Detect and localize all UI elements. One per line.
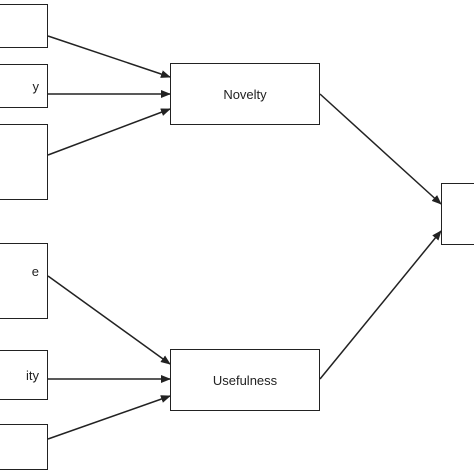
edge-input-4-to-usefulness [47, 275, 171, 365]
usefulness-box: Usefulness [170, 349, 320, 411]
edge-novelty-to-outcome [319, 93, 442, 205]
input-box-4: e [0, 243, 48, 319]
input-box-6 [0, 424, 48, 470]
novelty-box: Novelty [170, 63, 320, 125]
input-box-5: ity [0, 350, 48, 400]
usefulness-label: Usefulness [212, 372, 278, 388]
input-box-3 [0, 124, 48, 200]
novelty-label: Novelty [223, 86, 267, 102]
input-box-2-label: y [32, 78, 40, 94]
edge-input-1-to-novelty [47, 35, 171, 78]
outcome-box [441, 183, 474, 245]
input-box-4-label: e [31, 263, 39, 279]
edge-input-3-to-novelty [47, 108, 171, 156]
input-box-2: y [0, 64, 48, 108]
edge-input-6-to-usefulness [47, 395, 171, 440]
input-box-5-label: ity [26, 367, 39, 383]
edge-usefulness-to-outcome [319, 230, 442, 380]
input-box-1 [0, 4, 48, 48]
